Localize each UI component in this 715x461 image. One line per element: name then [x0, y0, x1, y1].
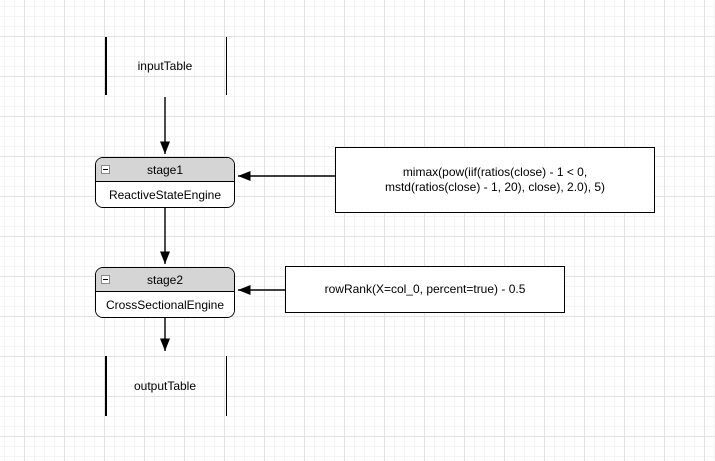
stage2-body[interactable]: CrossSectionalEngine — [96, 292, 234, 317]
stage2-title: stage2 — [146, 272, 184, 287]
formula-box-stage1[interactable]: mimax(pow(iif(ratios(close) - 1 < 0, mst… — [335, 147, 655, 213]
stage1-header[interactable]: stage1 — [96, 158, 234, 182]
formula1-line1: mimax(pow(iif(ratios(close) - 1 < 0, — [402, 165, 588, 179]
table-left-bar — [105, 37, 107, 95]
table-left-bar — [105, 356, 107, 416]
table-right-bar — [225, 37, 227, 95]
stage1-body[interactable]: ReactiveStateEngine — [96, 182, 234, 207]
node-stage2[interactable]: stage2 CrossSectionalEngine — [95, 267, 235, 318]
output-table-label: outputTable — [133, 379, 197, 393]
minus-glyph — [103, 169, 108, 170]
formula1-line2: mstd(ratios(close) - 1, 20), close), 2.0… — [384, 180, 606, 194]
stage2-header[interactable]: stage2 — [96, 268, 234, 292]
collapse-icon[interactable] — [101, 275, 110, 284]
formula2-text: rowRank(X=col_0, percent=true) - 0.5 — [324, 282, 526, 296]
collapse-icon[interactable] — [101, 165, 110, 174]
formula-box-stage2[interactable]: rowRank(X=col_0, percent=true) - 0.5 — [285, 266, 565, 313]
stage2-engine-label: CrossSectionalEngine — [105, 297, 225, 312]
node-input-table[interactable]: inputTable — [95, 37, 235, 95]
stage1-engine-label: ReactiveStateEngine — [108, 187, 222, 202]
minus-glyph — [103, 279, 108, 280]
node-stage1[interactable]: stage1 ReactiveStateEngine — [95, 157, 235, 208]
stage1-title: stage1 — [146, 162, 184, 177]
input-table-label: inputTable — [137, 59, 193, 73]
node-output-table[interactable]: outputTable — [95, 356, 235, 416]
table-right-bar — [225, 356, 227, 416]
